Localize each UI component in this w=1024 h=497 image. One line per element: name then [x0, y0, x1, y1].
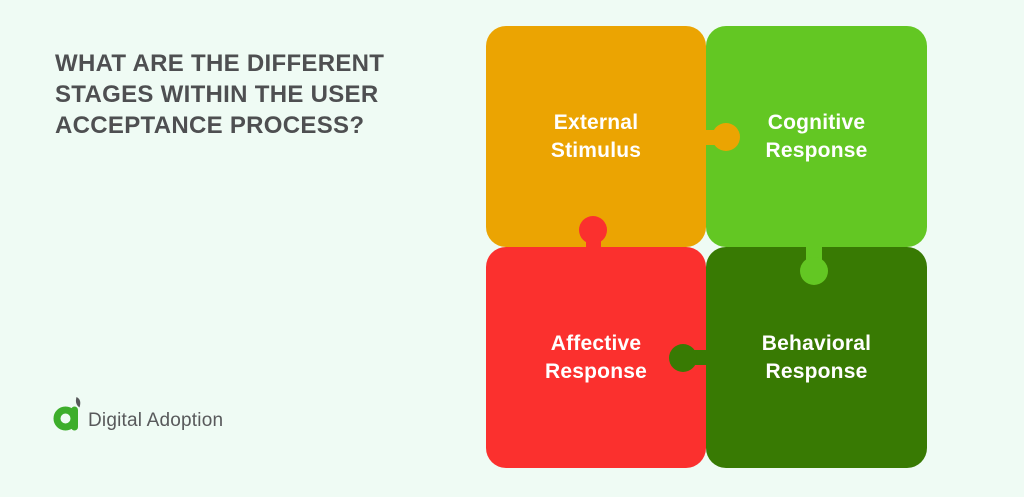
puzzle-piece-external-stimulus: External Stimulus — [486, 26, 706, 247]
title-line: ACCEPTANCE PROCESS? — [55, 112, 365, 139]
digital-adoption-logo-icon — [53, 396, 85, 437]
puzzle-knob-lightgreen-icon — [800, 257, 828, 285]
puzzle-piece-cognitive-response: Cognitive Response — [706, 26, 927, 247]
puzzle-piece-label: Cognitive Response — [765, 110, 868, 162]
page-title: WHAT ARE THE DIFFERENT STAGES WITHIN THE… — [55, 48, 455, 141]
puzzle-piece-label: Affective Response — [545, 331, 647, 383]
title-line: STAGES WITHIN THE USER — [55, 81, 379, 108]
puzzle-knob-red-icon — [579, 216, 607, 244]
puzzle-knob-orange-icon — [712, 123, 740, 151]
brand-logo-text: Digital Adoption — [88, 409, 224, 431]
title-line: WHAT ARE THE DIFFERENT — [55, 50, 385, 77]
puzzle-knob-darkgreen-icon — [669, 344, 697, 372]
puzzle-diagram: External Stimulus Cognitive Response Aff… — [486, 26, 927, 468]
puzzle-piece-label: External Stimulus — [550, 110, 642, 162]
puzzle-piece-label: Behavioral Response — [761, 331, 872, 383]
brand-logo: Digital Adoption — [53, 396, 223, 437]
